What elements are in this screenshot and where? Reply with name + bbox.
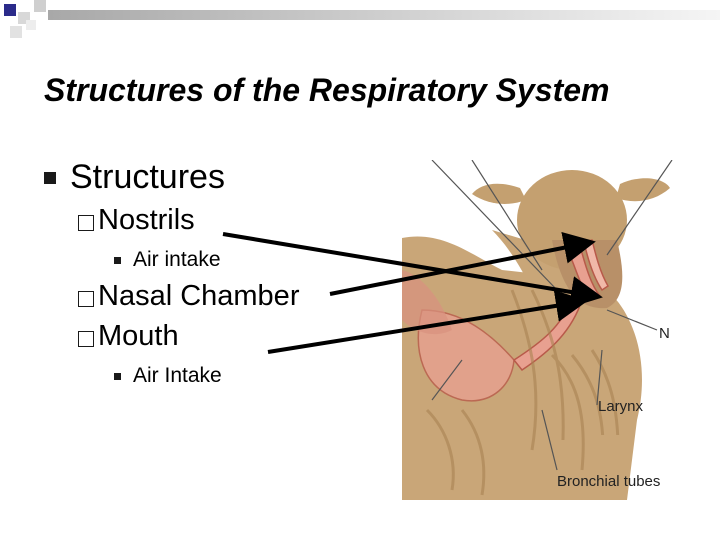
bullet-structures-label: Structures	[70, 158, 225, 196]
bullet-nostrils-label: Nostrils	[98, 204, 195, 236]
bullet-mouth-sub: Air Intake	[114, 364, 222, 388]
bullet-mouth-label: Mouth	[98, 320, 179, 352]
bullet-air-intake-label: Air intake	[133, 248, 221, 271]
square-bullet-icon	[114, 372, 121, 380]
bullet-nasal-chamber: Nasal Chamber	[78, 280, 299, 313]
bronchial-tubes-label: Bronchial tubes	[557, 473, 660, 490]
bullet-nasal-chamber-label: Nasal Chamber	[98, 280, 300, 312]
bullet-mouth: Mouth	[78, 320, 179, 353]
sheep-respiratory-illustration: Larynx Bronchial tubes N	[402, 160, 674, 500]
bullet-structures: Structures	[44, 158, 225, 197]
slide-title: Structures of the Respiratory System	[44, 72, 610, 108]
cut-off-label: N	[659, 325, 670, 342]
larynx-label: Larynx	[598, 398, 644, 415]
bullet-nostrils: Nostrils	[78, 204, 195, 237]
bullet-air-intake-2-label: Air Intake	[133, 364, 222, 387]
square-bullet-icon	[44, 171, 56, 184]
hollow-square-bullet-icon	[78, 214, 94, 231]
hollow-square-bullet-icon	[78, 290, 94, 307]
header-decoration	[4, 0, 720, 38]
bullet-nostrils-sub: Air intake	[114, 248, 221, 272]
hollow-square-bullet-icon	[78, 330, 94, 347]
square-bullet-icon	[114, 256, 121, 264]
